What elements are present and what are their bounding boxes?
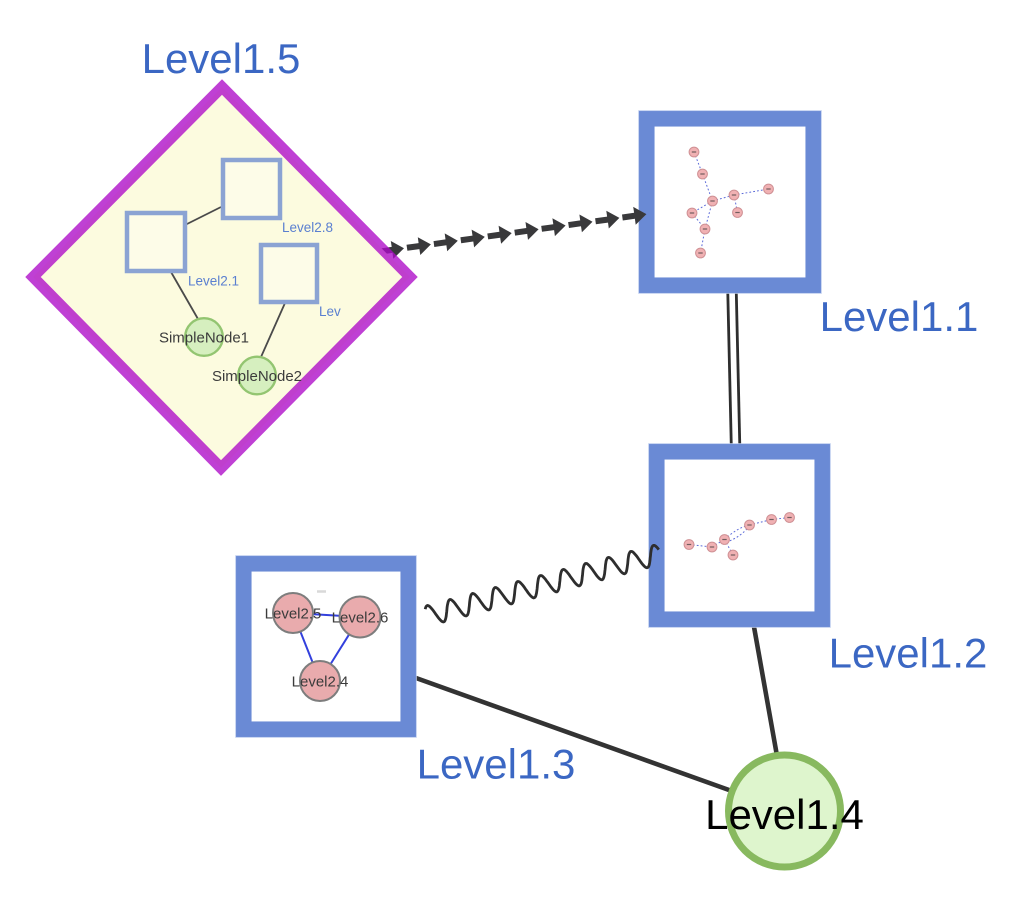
svg-text:Lev: Lev xyxy=(319,304,341,319)
svg-text:Level2.5: Level2.5 xyxy=(265,606,322,623)
svg-text:Level1.5: Level1.5 xyxy=(142,35,301,82)
svg-text:SimpleNode1: SimpleNode1 xyxy=(159,330,249,347)
svg-text:Level1.2: Level1.2 xyxy=(829,630,988,677)
svg-text:Level1.3: Level1.3 xyxy=(417,741,576,788)
svg-text:Level1.1: Level1.1 xyxy=(820,293,979,340)
svg-text:SimpleNode2: SimpleNode2 xyxy=(212,368,302,385)
svg-text:Level1.4: Level1.4 xyxy=(705,791,864,838)
svg-text:Level2.4: Level2.4 xyxy=(292,674,349,691)
svg-text:Level2.1: Level2.1 xyxy=(188,274,239,289)
svg-text:Level2.6: Level2.6 xyxy=(332,610,389,627)
svg-text:Level2.8: Level2.8 xyxy=(282,220,333,235)
